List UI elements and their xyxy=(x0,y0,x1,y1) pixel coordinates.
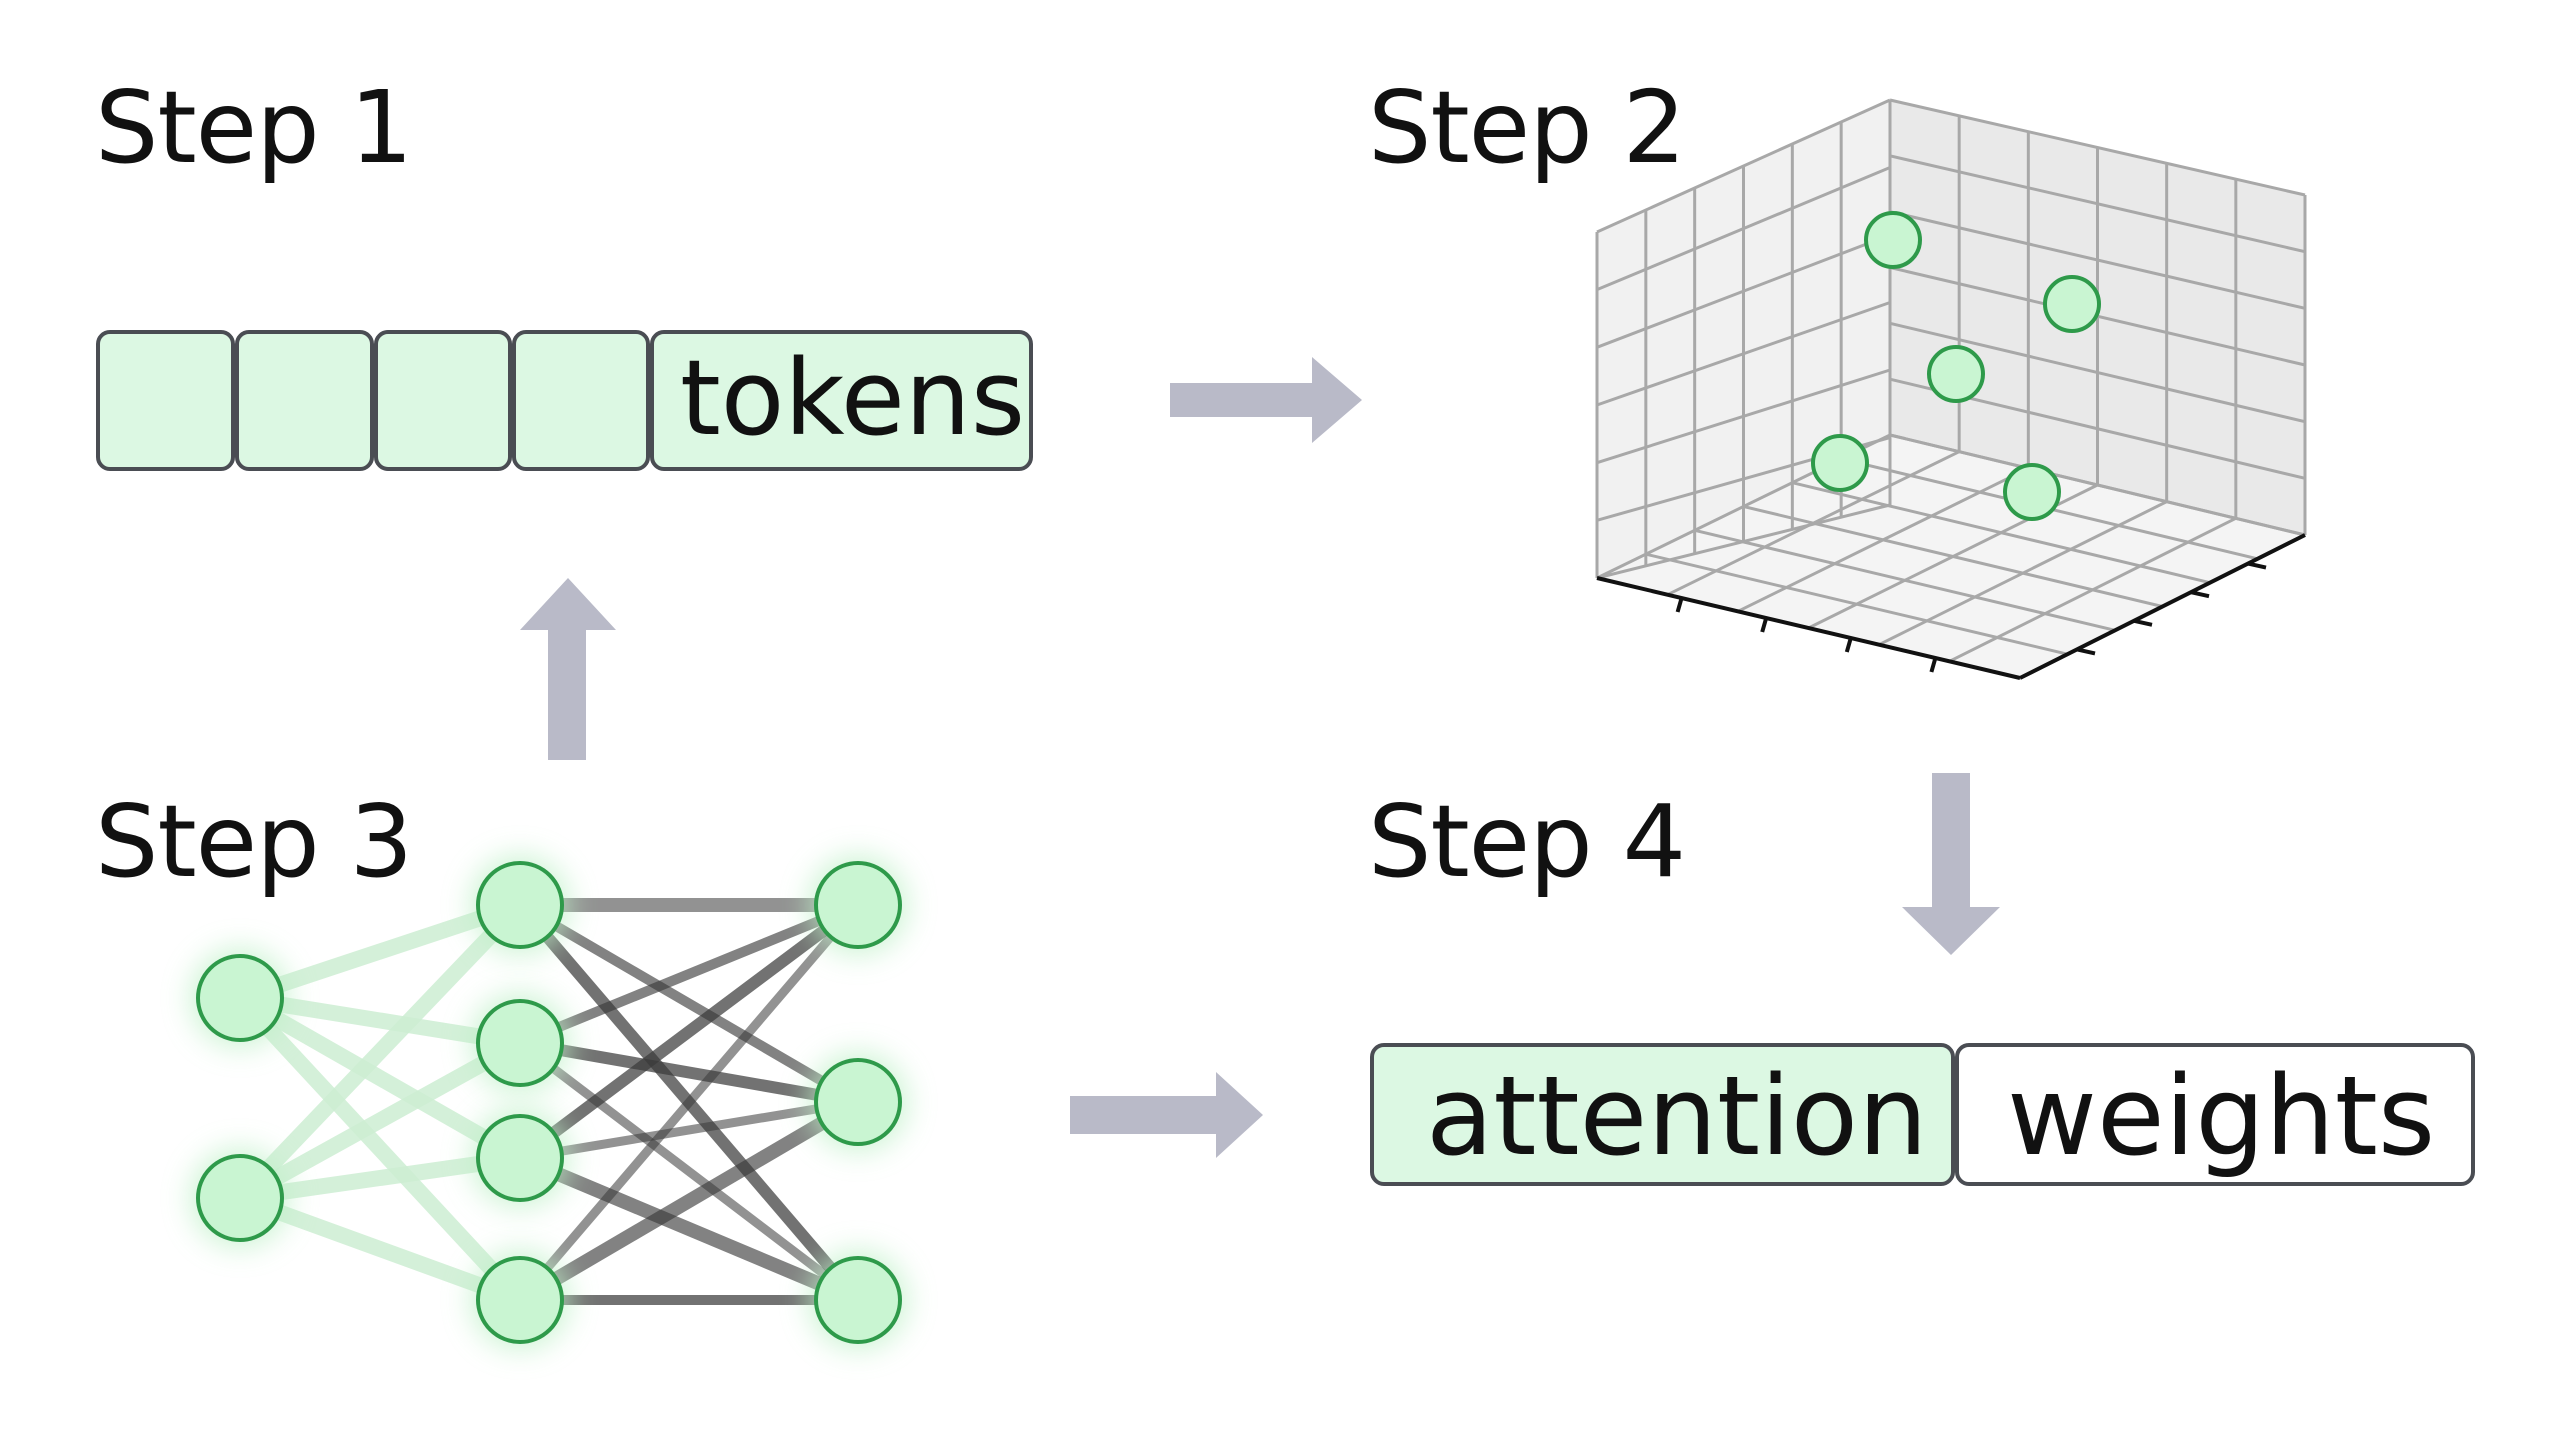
arrow-down-step2-to-step4 xyxy=(1902,773,2000,955)
3d-scatter-axes xyxy=(1595,98,2307,680)
network-node xyxy=(476,999,564,1087)
scatter-point xyxy=(2043,275,2101,333)
network-node xyxy=(476,1114,564,1202)
tokens-label: tokens xyxy=(680,337,1026,459)
scatter-point xyxy=(2003,463,2061,521)
neural-network xyxy=(190,855,908,1350)
arrow-up-step3-to-step1 xyxy=(520,578,616,760)
network-node xyxy=(476,1256,564,1344)
network-edge xyxy=(518,1037,860,1108)
y-tick xyxy=(2247,561,2267,570)
arrow-right-step1-to-step2 xyxy=(1170,357,1362,443)
network-edge xyxy=(232,897,528,1206)
weights-label: weights xyxy=(2007,1052,2436,1180)
network-edge xyxy=(519,1097,859,1163)
step1-title: Step 1 xyxy=(95,69,413,186)
network-edge xyxy=(232,990,528,1308)
arrow-right-step3-to-step4 xyxy=(1070,1072,1263,1158)
network-edge xyxy=(232,990,528,1166)
flow-arrows xyxy=(520,357,2000,1158)
grid-line xyxy=(1889,433,2306,537)
y-tick xyxy=(2076,647,2096,656)
x-tick xyxy=(1760,617,1769,633)
network-edge xyxy=(517,1039,861,1304)
network-node xyxy=(814,861,902,949)
scatter-point xyxy=(1927,345,1985,403)
network-node xyxy=(814,1058,902,1146)
y-tick xyxy=(2133,618,2153,627)
network-edge xyxy=(516,900,862,1163)
network-edge xyxy=(517,900,861,1107)
network-edge xyxy=(232,1035,528,1206)
x-tick xyxy=(1929,657,1938,673)
token-box xyxy=(235,330,374,471)
token-box xyxy=(512,330,650,471)
scatter-point xyxy=(1811,434,1869,492)
token-box xyxy=(374,330,512,471)
x-axis-line xyxy=(1596,576,2021,680)
network-node xyxy=(196,1154,284,1242)
step4-title: Step 4 xyxy=(1368,783,1686,900)
x-tick xyxy=(1675,597,1684,613)
token-box xyxy=(96,330,235,471)
x-tick xyxy=(1844,637,1853,653)
network-edge xyxy=(516,902,862,1303)
network-nodes xyxy=(196,861,902,1344)
network-edge xyxy=(516,1095,862,1307)
grid-line xyxy=(1596,503,1891,580)
axis-ticks xyxy=(1675,561,2267,673)
step2-title: Step 2 xyxy=(1368,69,1686,186)
network-edges-hidden xyxy=(515,898,863,1307)
token-box-labeled: tokens xyxy=(650,330,1033,471)
weights-box: weights xyxy=(1955,1043,2475,1186)
network-node xyxy=(814,1256,902,1344)
network-edge xyxy=(518,900,860,1048)
scatter-point xyxy=(1864,211,1922,269)
attention-box: attention xyxy=(1370,1043,1955,1186)
grid-line xyxy=(1948,516,2237,663)
attention-label: attention xyxy=(1426,1052,1928,1180)
network-edge xyxy=(517,1151,861,1307)
step3-title: Step 3 xyxy=(95,783,413,900)
y-tick xyxy=(2190,590,2210,599)
network-node xyxy=(196,954,284,1042)
scatter-points xyxy=(1811,211,2101,521)
network-node xyxy=(476,861,564,949)
network-edges-input xyxy=(232,897,528,1308)
y-axis-line xyxy=(2019,533,2306,680)
